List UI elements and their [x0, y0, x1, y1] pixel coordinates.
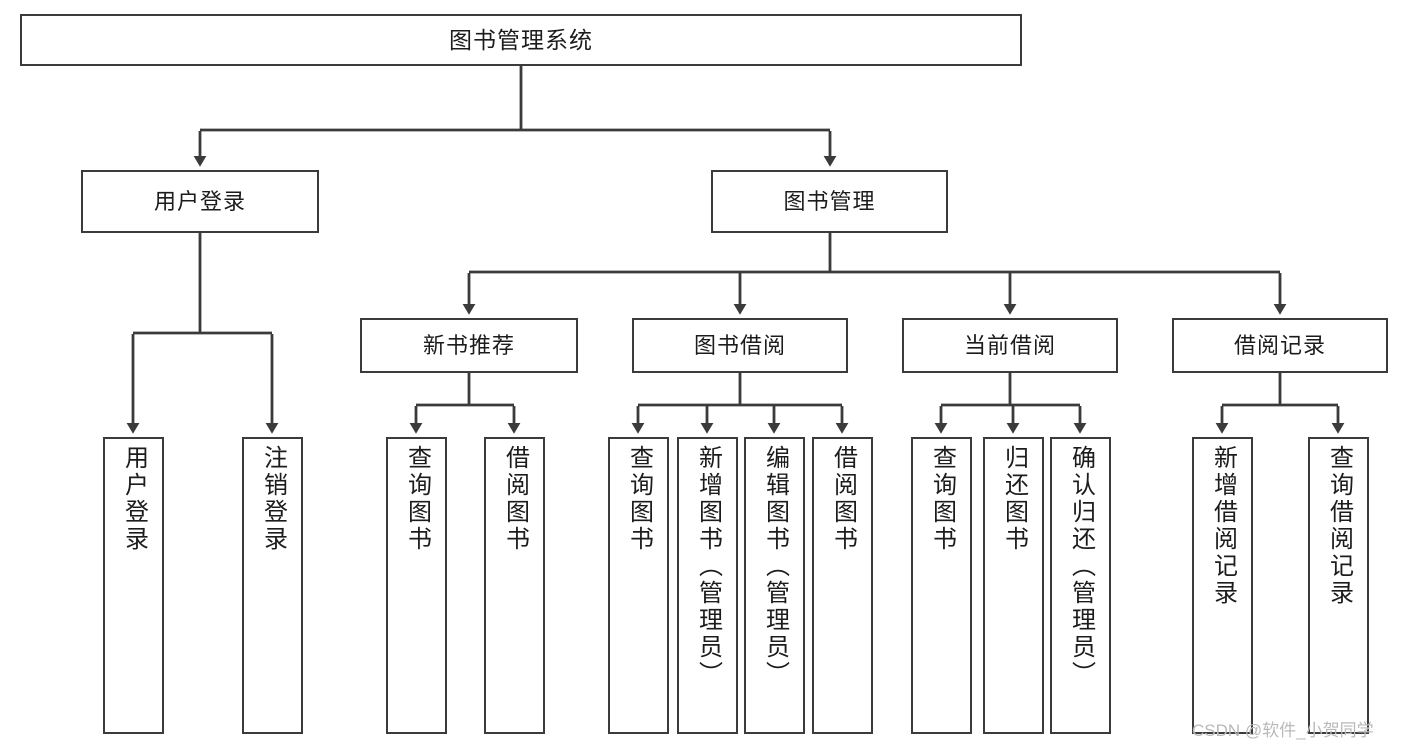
- node-leaf-query-book-rec[interactable]: 查询图书: [386, 437, 447, 734]
- node-book-borrow[interactable]: 图书借阅: [632, 318, 848, 373]
- node-leaf-add-borrow-record-label: 新增借阅记录: [1209, 445, 1237, 607]
- node-leaf-query-borrow-record-label: 查询借阅记录: [1325, 445, 1353, 607]
- node-leaf-add-borrow-record[interactable]: 新增借阅记录: [1192, 437, 1253, 734]
- node-root-label: 图书管理系统: [449, 26, 593, 53]
- node-book-manage-label: 图书管理: [783, 188, 876, 214]
- node-user-login-label: 用户登录: [153, 188, 246, 214]
- node-leaf-return-book-label: 归还图书: [1000, 445, 1028, 553]
- node-book-borrow-label: 图书借阅: [693, 332, 786, 358]
- node-leaf-query-book-bor[interactable]: 查询图书: [608, 437, 669, 734]
- node-root[interactable]: 图书管理系统: [20, 14, 1022, 66]
- node-leaf-confirm-return[interactable]: 确认归还（管理员）: [1050, 437, 1111, 734]
- node-leaf-query-book-bor-label: 查询图书: [625, 445, 653, 553]
- node-leaf-borrow-book-rec-label: 借阅图书: [501, 445, 529, 553]
- node-leaf-query-book-cur[interactable]: 查询图书: [911, 437, 972, 734]
- node-leaf-add-book-admin-label: 新增图书（管理员）: [694, 445, 722, 688]
- node-leaf-user-login[interactable]: 用户登录: [103, 437, 164, 734]
- node-leaf-borrow-book-bor-label: 借阅图书: [829, 445, 857, 553]
- node-leaf-edit-book-admin-label: 编辑图书（管理员）: [761, 445, 789, 688]
- node-borrow-record-label: 借阅记录: [1233, 332, 1326, 358]
- node-new-book-recommend[interactable]: 新书推荐: [360, 318, 578, 373]
- node-leaf-user-login-label: 用户登录: [120, 445, 148, 553]
- node-book-manage[interactable]: 图书管理: [711, 170, 948, 233]
- node-current-borrow[interactable]: 当前借阅: [902, 318, 1118, 373]
- node-leaf-confirm-return-label: 确认归还（管理员）: [1067, 445, 1095, 688]
- node-leaf-query-book-rec-label: 查询图书: [403, 445, 431, 553]
- node-leaf-logout-label: 注销登录: [259, 445, 287, 553]
- node-borrow-record[interactable]: 借阅记录: [1172, 318, 1388, 373]
- node-leaf-add-book-admin[interactable]: 新增图书（管理员）: [677, 437, 738, 734]
- csdn-watermark: CSDN @软件_小贺同学: [1192, 721, 1374, 740]
- node-leaf-logout[interactable]: 注销登录: [242, 437, 303, 734]
- node-user-login[interactable]: 用户登录: [81, 170, 319, 233]
- node-leaf-borrow-book-rec[interactable]: 借阅图书: [484, 437, 545, 734]
- node-leaf-edit-book-admin[interactable]: 编辑图书（管理员）: [744, 437, 805, 734]
- node-leaf-query-borrow-record[interactable]: 查询借阅记录: [1308, 437, 1369, 734]
- node-leaf-query-book-cur-label: 查询图书: [928, 445, 956, 553]
- node-current-borrow-label: 当前借阅: [963, 332, 1056, 358]
- node-new-book-recommend-label: 新书推荐: [422, 332, 515, 358]
- node-leaf-borrow-book-bor[interactable]: 借阅图书: [812, 437, 873, 734]
- node-leaf-return-book[interactable]: 归还图书: [983, 437, 1044, 734]
